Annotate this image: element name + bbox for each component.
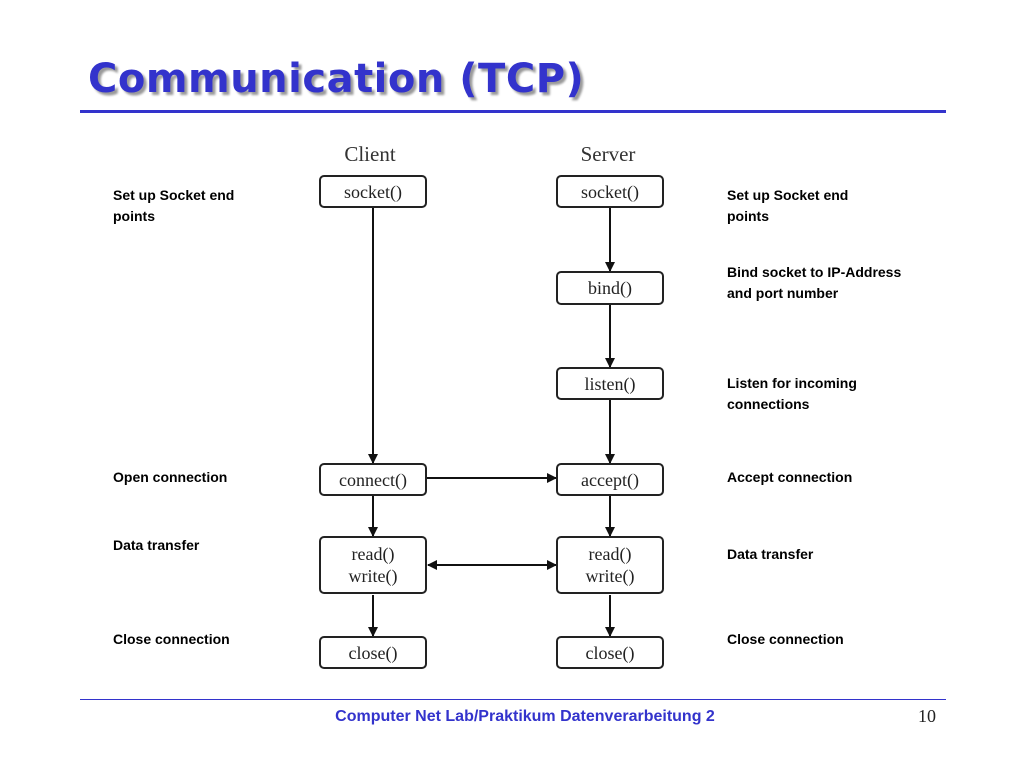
note-server-bind: Bind socket to IP-Address and port numbe…	[727, 264, 902, 301]
client-connect-box: connect()	[319, 463, 427, 496]
server-read-label: read()	[588, 544, 632, 564]
server-close-box: close()	[556, 636, 664, 669]
note-client-transfer: Data transfer	[113, 537, 200, 553]
client-read-label: read()	[351, 544, 395, 564]
note-client-close: Close connection	[113, 631, 230, 647]
server-listen-box: listen()	[556, 367, 664, 400]
footer-text: Computer Net Lab/Praktikum Datenverarbei…	[335, 708, 715, 725]
server-heading: Server	[580, 142, 636, 166]
client-readwrite-box: read() write()	[319, 536, 427, 594]
title-underline	[80, 110, 946, 113]
note-server-close: Close connection	[727, 631, 844, 647]
client-write-label: write()	[348, 566, 398, 586]
server-write-label: write()	[585, 566, 635, 586]
server-bind-box: bind()	[556, 271, 664, 305]
server-socket-label: socket()	[581, 181, 639, 202]
note-server-transfer: Data transfer	[727, 546, 814, 562]
server-accept-label: accept()	[581, 469, 639, 490]
note-server-listen: Listen for incoming connections	[727, 375, 857, 412]
client-close-label: close()	[348, 642, 398, 663]
server-socket-box: socket()	[556, 175, 664, 208]
footer-rule	[80, 699, 946, 700]
note-server-setup: Set up Socket end points	[727, 187, 849, 224]
client-socket-box: socket()	[319, 175, 427, 208]
note-server-accept: Accept connection	[727, 469, 853, 485]
server-close-label: close()	[585, 642, 635, 663]
client-connect-label: connect()	[339, 469, 407, 490]
client-close-box: close()	[319, 636, 427, 669]
server-listen-label: listen()	[584, 373, 636, 394]
server-accept-box: accept()	[556, 463, 664, 496]
server-bind-label: bind()	[588, 278, 632, 298]
client-socket-label: socket()	[344, 181, 402, 202]
note-client-open: Open connection	[113, 469, 228, 485]
client-heading: Client	[344, 142, 396, 166]
note-client-setup: Set up Socket end points	[113, 187, 235, 224]
slide-title: Communication (TCP)	[88, 56, 585, 102]
server-readwrite-box: read() write()	[556, 536, 664, 594]
page-number: 10	[918, 706, 936, 726]
